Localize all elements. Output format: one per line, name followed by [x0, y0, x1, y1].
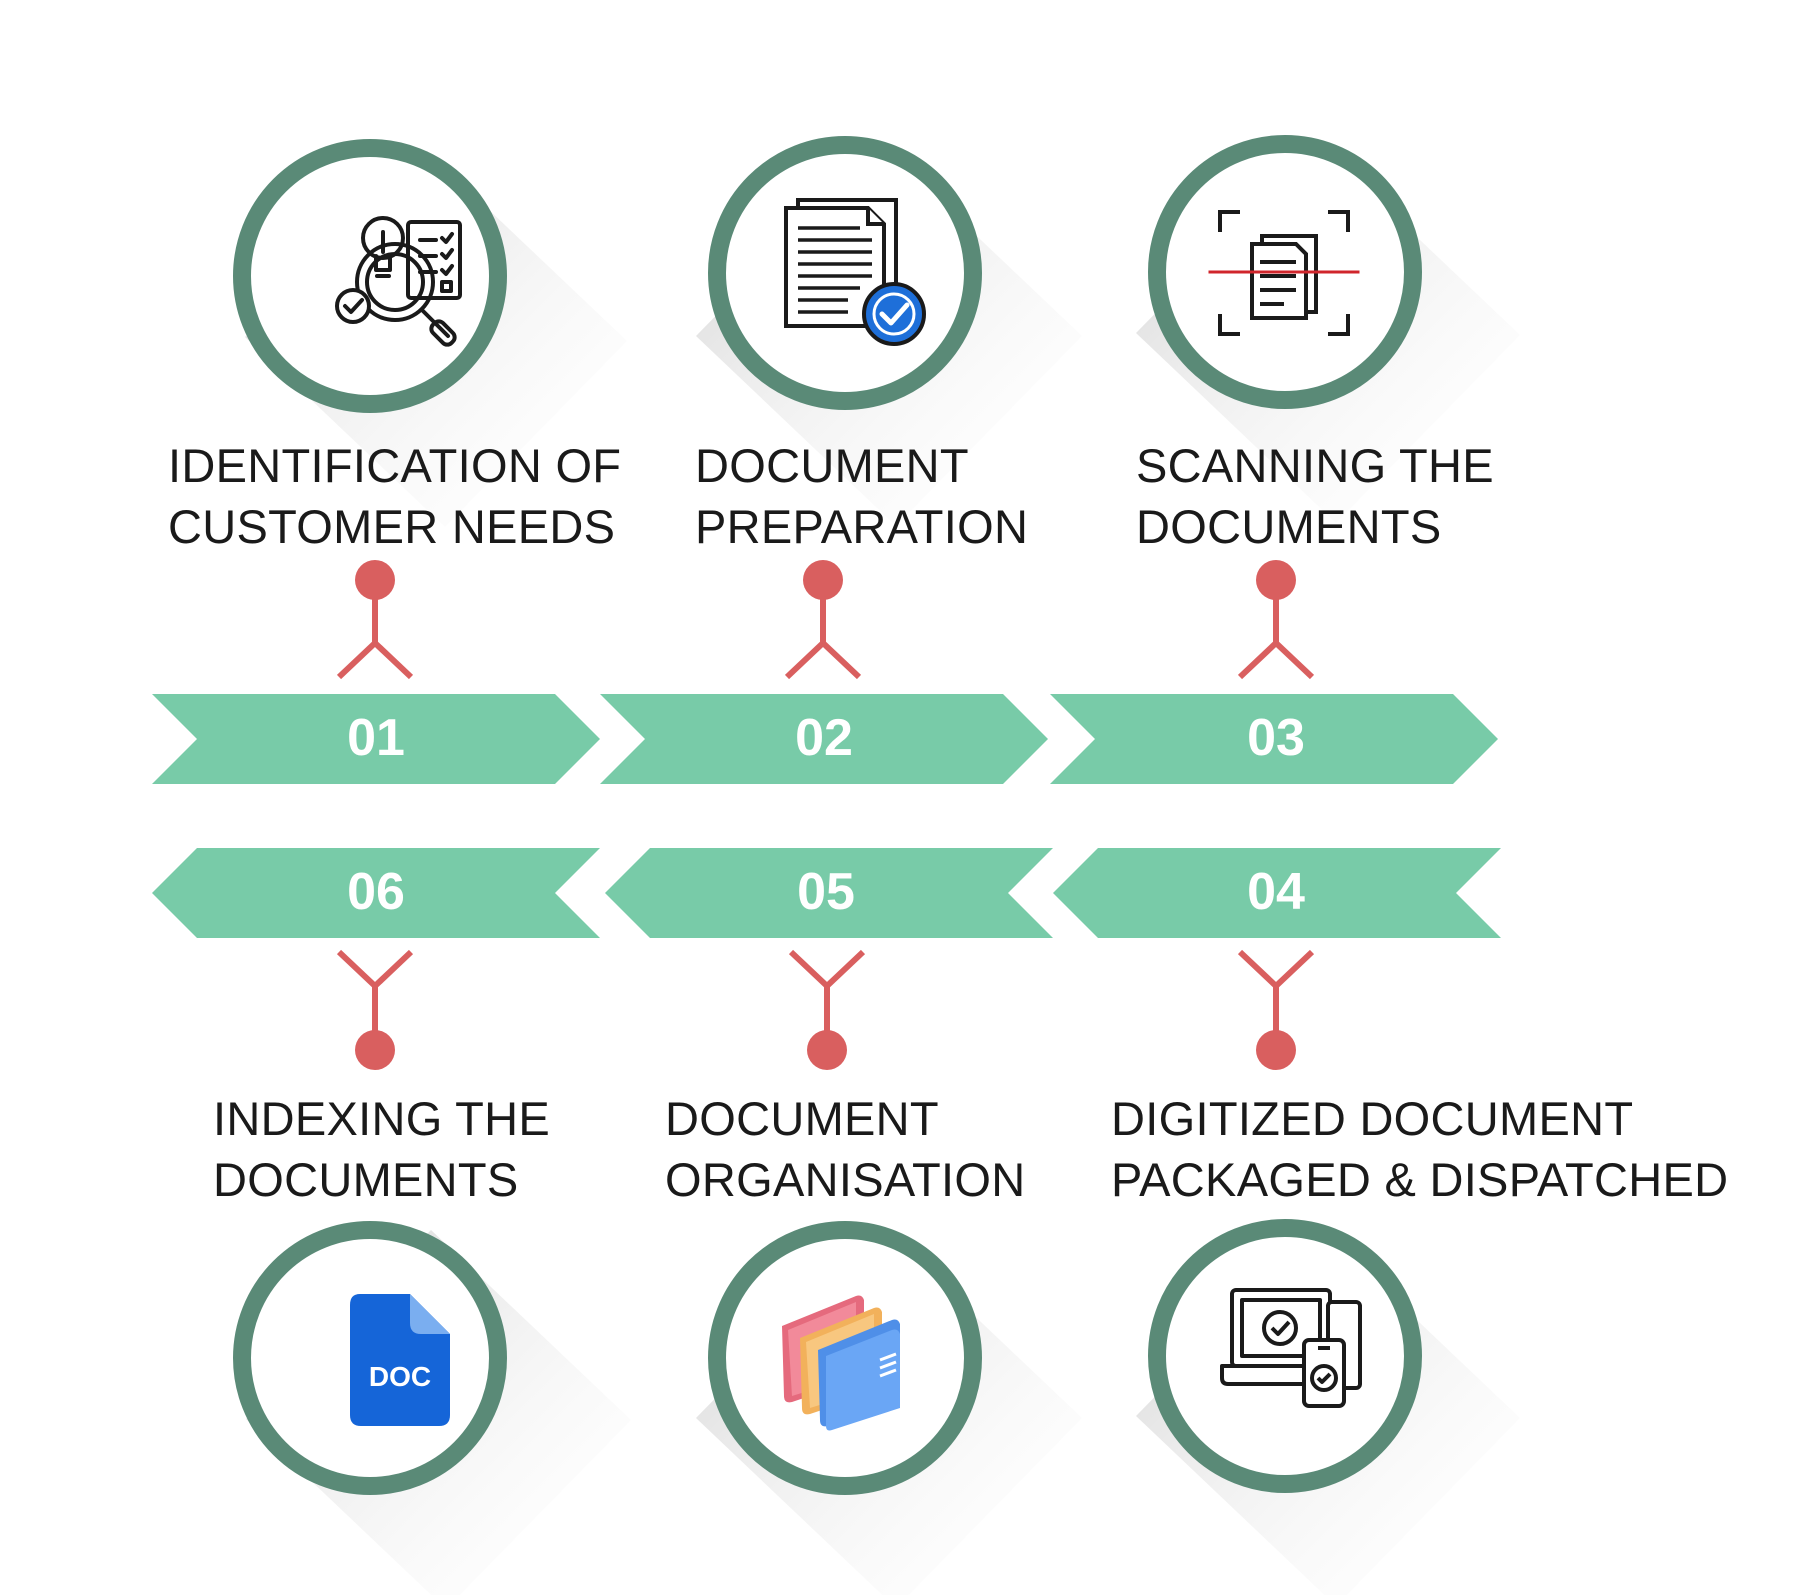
arrow-band-02 — [600, 694, 1048, 784]
step-04-number: 04 — [1247, 863, 1305, 921]
step-02-title-line2: PREPARATION — [695, 500, 1029, 553]
document-scan-icon — [1208, 210, 1360, 336]
step-03-number: 03 — [1247, 709, 1305, 767]
arrow-band-06 — [152, 848, 600, 938]
step-05-title: DOCUMENT ORGANISATION — [665, 1088, 1025, 1210]
step-03-title-line1: SCANNING THE — [1136, 439, 1494, 492]
idea-checklist-magnifier-icon — [335, 216, 462, 347]
step-01-title: IDENTIFICATION OF CUSTOMER NEEDS — [168, 435, 621, 557]
arrow-band-04 — [1053, 848, 1501, 938]
step-01-icon-circle — [233, 139, 627, 527]
arrow-band-03 — [1050, 694, 1498, 784]
step-02-icon-circle — [696, 136, 1082, 526]
doc-file-icon: DOC — [350, 1294, 450, 1426]
step-04-title-line1: DIGITIZED DOCUMENT — [1111, 1092, 1634, 1145]
arrow-band-01 — [152, 694, 600, 784]
step-04-title-line2: PACKAGED & DISPATCHED — [1111, 1153, 1729, 1206]
devices-check-icon — [1220, 1288, 1362, 1408]
step-01-title-line1: IDENTIFICATION OF — [168, 439, 622, 492]
doc-icon-label: DOC — [369, 1361, 431, 1392]
step-06-icon-circle: DOC — [233, 1221, 631, 1595]
step-01-number: 01 — [347, 709, 405, 767]
step-06-number: 06 — [347, 863, 405, 921]
arrow-band-05 — [605, 848, 1053, 938]
documents-check-icon — [784, 198, 926, 346]
step-01-title-line2: CUSTOMER NEEDS — [168, 500, 616, 553]
step-06-title: INDEXING THE DOCUMENTS — [213, 1088, 550, 1210]
folders-icon — [782, 1295, 900, 1431]
step-03-icon-circle — [1136, 135, 1520, 523]
connector-03 — [1237, 560, 1315, 680]
step-05-title-line2: ORGANISATION — [665, 1153, 1026, 1206]
step-06-title-line2: DOCUMENTS — [213, 1153, 519, 1206]
step-05-title-line1: DOCUMENT — [665, 1092, 939, 1145]
step-02-title: DOCUMENT PREPARATION — [695, 435, 1028, 557]
step-06-title-line1: INDEXING THE — [213, 1092, 551, 1145]
step-05-icon-circle — [696, 1221, 1082, 1595]
step-03-title-line2: DOCUMENTS — [1136, 500, 1442, 553]
connector-06 — [336, 949, 414, 1070]
step-02-title-line1: DOCUMENT — [695, 439, 969, 492]
connector-04 — [1237, 949, 1315, 1070]
step-03-title: SCANNING THE DOCUMENTS — [1136, 435, 1494, 557]
step-02-number: 02 — [795, 709, 853, 767]
step-04-icon-circle — [1136, 1219, 1520, 1595]
connector-02 — [784, 560, 862, 680]
connector-05 — [788, 949, 866, 1070]
step-04-title: DIGITIZED DOCUMENT PACKAGED & DISPATCHED — [1111, 1088, 1728, 1210]
step-05-number: 05 — [797, 863, 855, 921]
connector-01 — [336, 560, 414, 680]
